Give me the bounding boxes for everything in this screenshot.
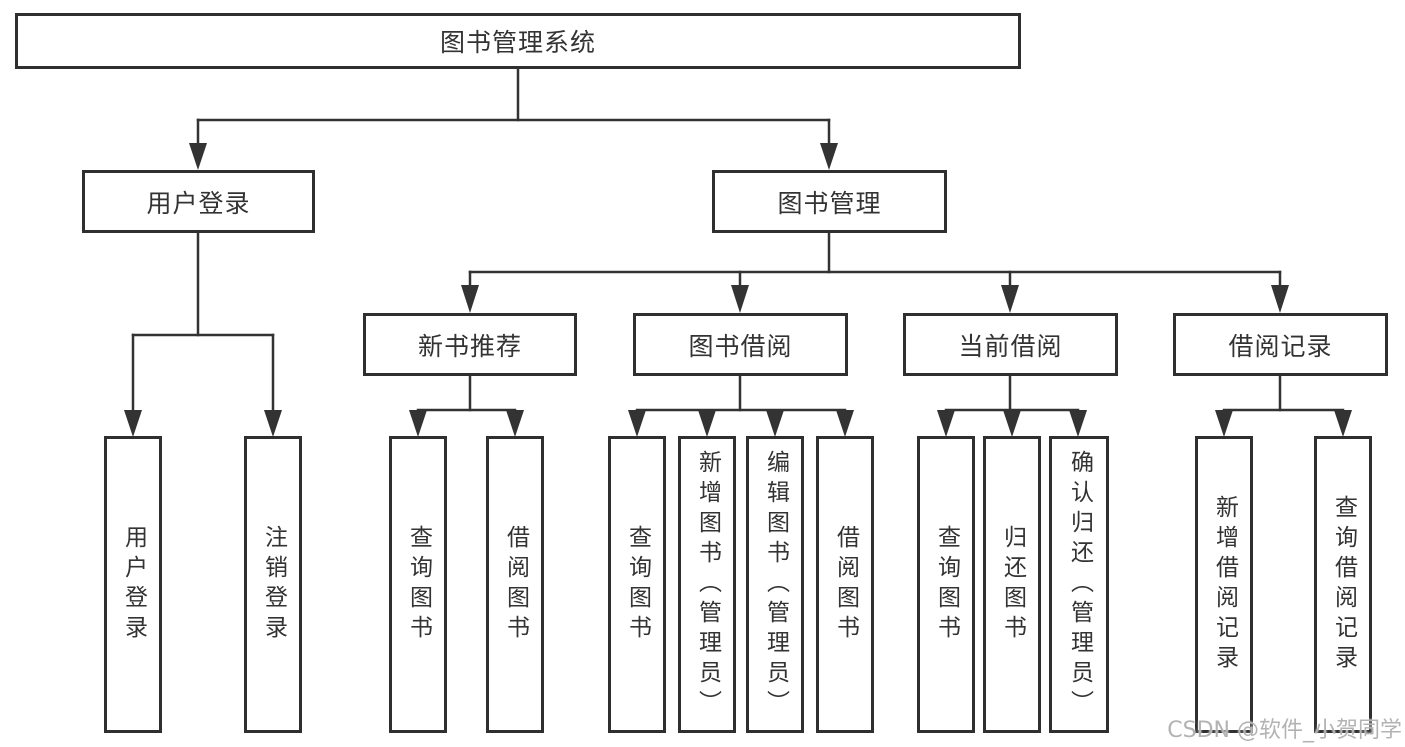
leaf-label: 确认归还（管理员）: [1066, 449, 1093, 720]
leaf-label: 用户登录: [120, 524, 147, 645]
leaf-add-borrow-record: 新增借阅记录: [1195, 436, 1253, 733]
node-user-login: 用户登录: [82, 170, 315, 233]
node-label: 图书管理系统: [439, 28, 596, 57]
leaf-user-login: 用户登录: [104, 436, 162, 733]
leaf-label: 编辑图书（管理员）: [762, 449, 789, 720]
leaf-query-borrow-record: 查询借阅记录: [1314, 436, 1372, 733]
leaf-label: 查询图书: [405, 524, 432, 645]
leaf-label: 查询图书: [933, 524, 960, 645]
leaf-label: 借阅图书: [502, 524, 529, 645]
node-label: 新书推荐: [417, 331, 522, 361]
node-library-management-system: 图书管理系统: [15, 13, 1021, 69]
leaf-logout: 注销登录: [244, 436, 302, 733]
node-label: 用户登录: [146, 188, 251, 218]
node-label: 借阅记录: [1228, 331, 1333, 361]
leaf-edit-books-admin: 编辑图书（管理员）: [746, 436, 804, 733]
node-label: 图书管理: [777, 188, 882, 218]
node-new-book-recommend: 新书推荐: [363, 313, 577, 376]
leaf-query-books: 查询图书: [608, 436, 666, 733]
node-borrow-records: 借阅记录: [1173, 313, 1388, 376]
node-book-borrow: 图书借阅: [633, 313, 848, 376]
leaf-add-books-admin: 新增图书（管理员）: [678, 436, 736, 733]
leaf-confirm-return-admin: 确认归还（管理员）: [1049, 436, 1109, 733]
node-label: 当前借阅: [958, 331, 1063, 361]
leaf-borrow-books: 借阅图书: [816, 436, 874, 733]
leaf-query-books: 查询图书: [389, 436, 447, 733]
csdn-watermark: CSDN @软件_小贺同学: [1167, 718, 1402, 743]
leaf-label: 注销登录: [260, 524, 287, 645]
leaf-label: 借阅图书: [832, 524, 859, 645]
leaf-label: 新增借阅记录: [1211, 494, 1238, 675]
leaf-label: 查询借阅记录: [1330, 494, 1357, 675]
leaf-label: 归还图书: [999, 524, 1026, 645]
leaf-query-books: 查询图书: [917, 436, 975, 733]
leaf-borrow-books: 借阅图书: [486, 436, 544, 733]
node-current-borrow: 当前借阅: [903, 313, 1118, 376]
node-label: 图书借阅: [688, 331, 793, 361]
node-book-management: 图书管理: [712, 170, 947, 233]
leaf-label: 新增图书（管理员）: [694, 449, 721, 720]
leaf-label: 查询图书: [624, 524, 651, 645]
arrowheads: [124, 143, 1352, 437]
leaf-return-books: 归还图书: [983, 436, 1041, 733]
